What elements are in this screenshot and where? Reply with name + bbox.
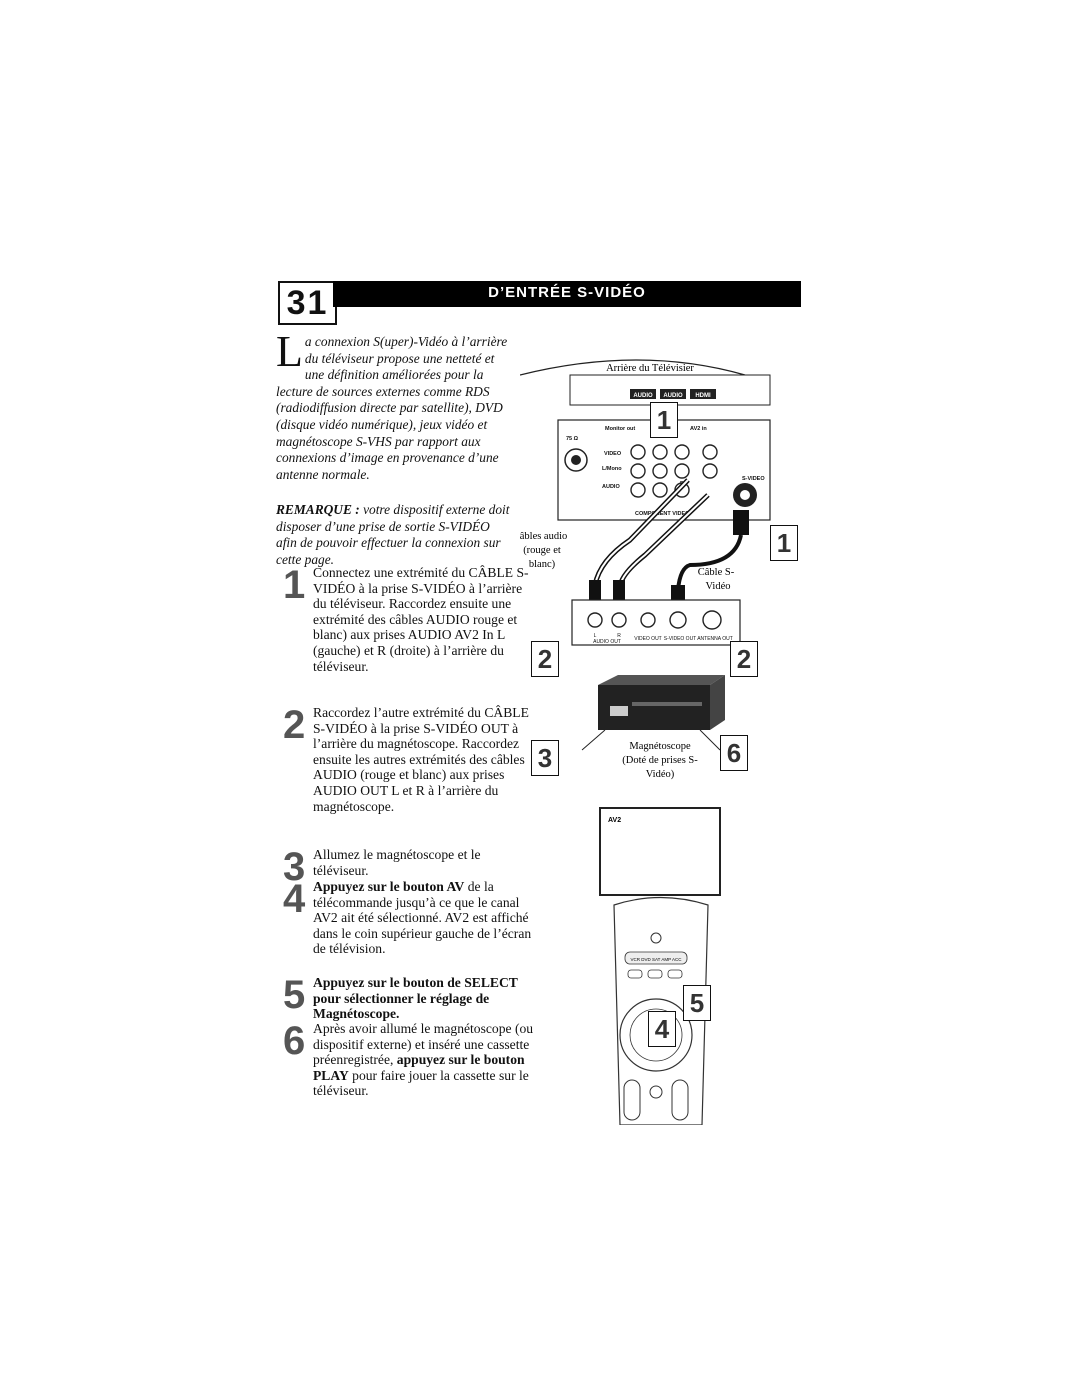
step-number: 1	[283, 563, 306, 607]
callout-3: 3	[531, 740, 559, 776]
power-button	[650, 932, 662, 944]
audio-label: AUDIO	[633, 393, 653, 399]
step-number: 5	[283, 973, 306, 1017]
vcr-label-2: (Doté de prises S-	[622, 755, 698, 766]
av2-in-label: AV2 in	[690, 426, 707, 432]
step-bold: Appuyez sur le bouton AV	[313, 879, 465, 894]
vcr-top	[598, 675, 725, 685]
callout-5: 5	[683, 985, 711, 1021]
step-bold: Appuyez sur le bouton de SELECT pour sél…	[313, 975, 518, 1022]
step-text: Raccordez l’autre extrémité du CÂBLE S-V…	[313, 705, 529, 814]
callout-4: 4	[648, 1011, 676, 1047]
note-paragraph: REMARQUE : votre dispositif externe doit…	[276, 502, 514, 568]
tv-back-label: Arrière du Télévisier	[606, 363, 694, 374]
lmono-label: L/Mono	[602, 466, 622, 472]
source-buttons	[624, 951, 688, 965]
audio-cables-label-2: (rouge et	[523, 545, 561, 556]
vcr-label-1: Magnétoscope	[629, 741, 691, 752]
callout-1-svideo: 1	[770, 525, 798, 561]
callout-2-right: 2	[730, 641, 758, 677]
source-buttons-label: VCR DVD SAT AMP ACC	[630, 957, 682, 962]
tv-outline-curve	[520, 359, 746, 376]
svideo-label: S-VIDEO	[742, 476, 765, 482]
step-text: Après avoir allumé le magnétoscope (ou d…	[313, 1021, 534, 1068]
step-number: 4	[283, 877, 306, 921]
monitor-out-label: Monitor out	[605, 426, 635, 432]
vcr-svideo-out-label: S-VIDEO OUT	[664, 636, 697, 642]
tv-rca-jacks	[630, 444, 718, 498]
step-text: de la télécommande jusqu’à ce que le can…	[313, 879, 532, 957]
hdmi-label: HDMI	[695, 393, 711, 399]
callout-1-tv: 1	[650, 402, 678, 438]
step-number: 6	[283, 1019, 306, 1063]
video-label: VIDEO	[604, 451, 622, 457]
sleep-button	[627, 969, 643, 979]
antenna-jack	[564, 448, 588, 472]
step-text: Allumez le magnétoscope et le téléviseur…	[313, 847, 481, 878]
step-text: Connectez une extrémité du CÂBLE S-VIDÉO…	[313, 565, 529, 674]
audio-cables-label-1: Câbles audio	[520, 531, 567, 542]
note-text: votre dispositif externe doit disposer d…	[276, 502, 510, 567]
connection-diagram: AUDIO AUDIO HDMI 75 Ω Monitor out AV2 in…	[520, 359, 771, 1125]
svideo-cable-label-1: Câble S-	[698, 567, 735, 578]
vcr-r-label: R	[617, 633, 621, 639]
component-label: COMPONENT VIDEO	[635, 511, 690, 517]
tv-screen	[599, 807, 721, 896]
page-number: 31	[278, 281, 337, 325]
screen-av2-text: AV2	[608, 817, 621, 824]
vcr-video-out-label: VIDEO OUT	[634, 636, 662, 642]
intro-text: a connexion S(uper)-Vidéo à l’arrière du…	[276, 334, 508, 482]
callout-2-left: 2	[531, 641, 559, 677]
audio-cables-label-3: blanc)	[529, 559, 556, 570]
channel-rocker	[671, 1079, 689, 1121]
audio-label: AUDIO	[663, 393, 683, 399]
step-number: 2	[283, 703, 306, 747]
page-title: D’ENTRÉE S-VIDÉO	[333, 281, 801, 305]
callout-6: 6	[720, 735, 748, 771]
step-bold: appuyez sur le bouton PLAY	[313, 1052, 525, 1083]
step-number: 3	[283, 845, 306, 889]
note-label: REMARQUE :	[276, 502, 360, 517]
vcr-l-label: L	[594, 633, 597, 639]
mute-button	[649, 1085, 663, 1099]
svideo-plug-tv	[733, 510, 749, 535]
vcr-antenna-label: ANTENNA OUT	[697, 636, 733, 642]
play-button	[667, 969, 683, 979]
vcr-label-3: Vidéo)	[646, 769, 675, 780]
drop-cap: L	[276, 327, 303, 376]
antenna-label: 75 Ω	[566, 436, 579, 442]
svideo-cable-label-2: Vidéo	[705, 581, 730, 592]
audio-jack-label: AUDIO	[602, 484, 620, 490]
step-text-end: pour faire jouer la cassette sur le télé…	[313, 1067, 529, 1099]
vcr-jacks	[587, 610, 722, 630]
svideo-cable	[676, 534, 743, 591]
select-button	[647, 969, 663, 979]
volume-rocker	[623, 1079, 641, 1121]
title-rule	[333, 305, 801, 307]
vcr-audio-out-label: AUDIO OUT	[593, 639, 621, 645]
